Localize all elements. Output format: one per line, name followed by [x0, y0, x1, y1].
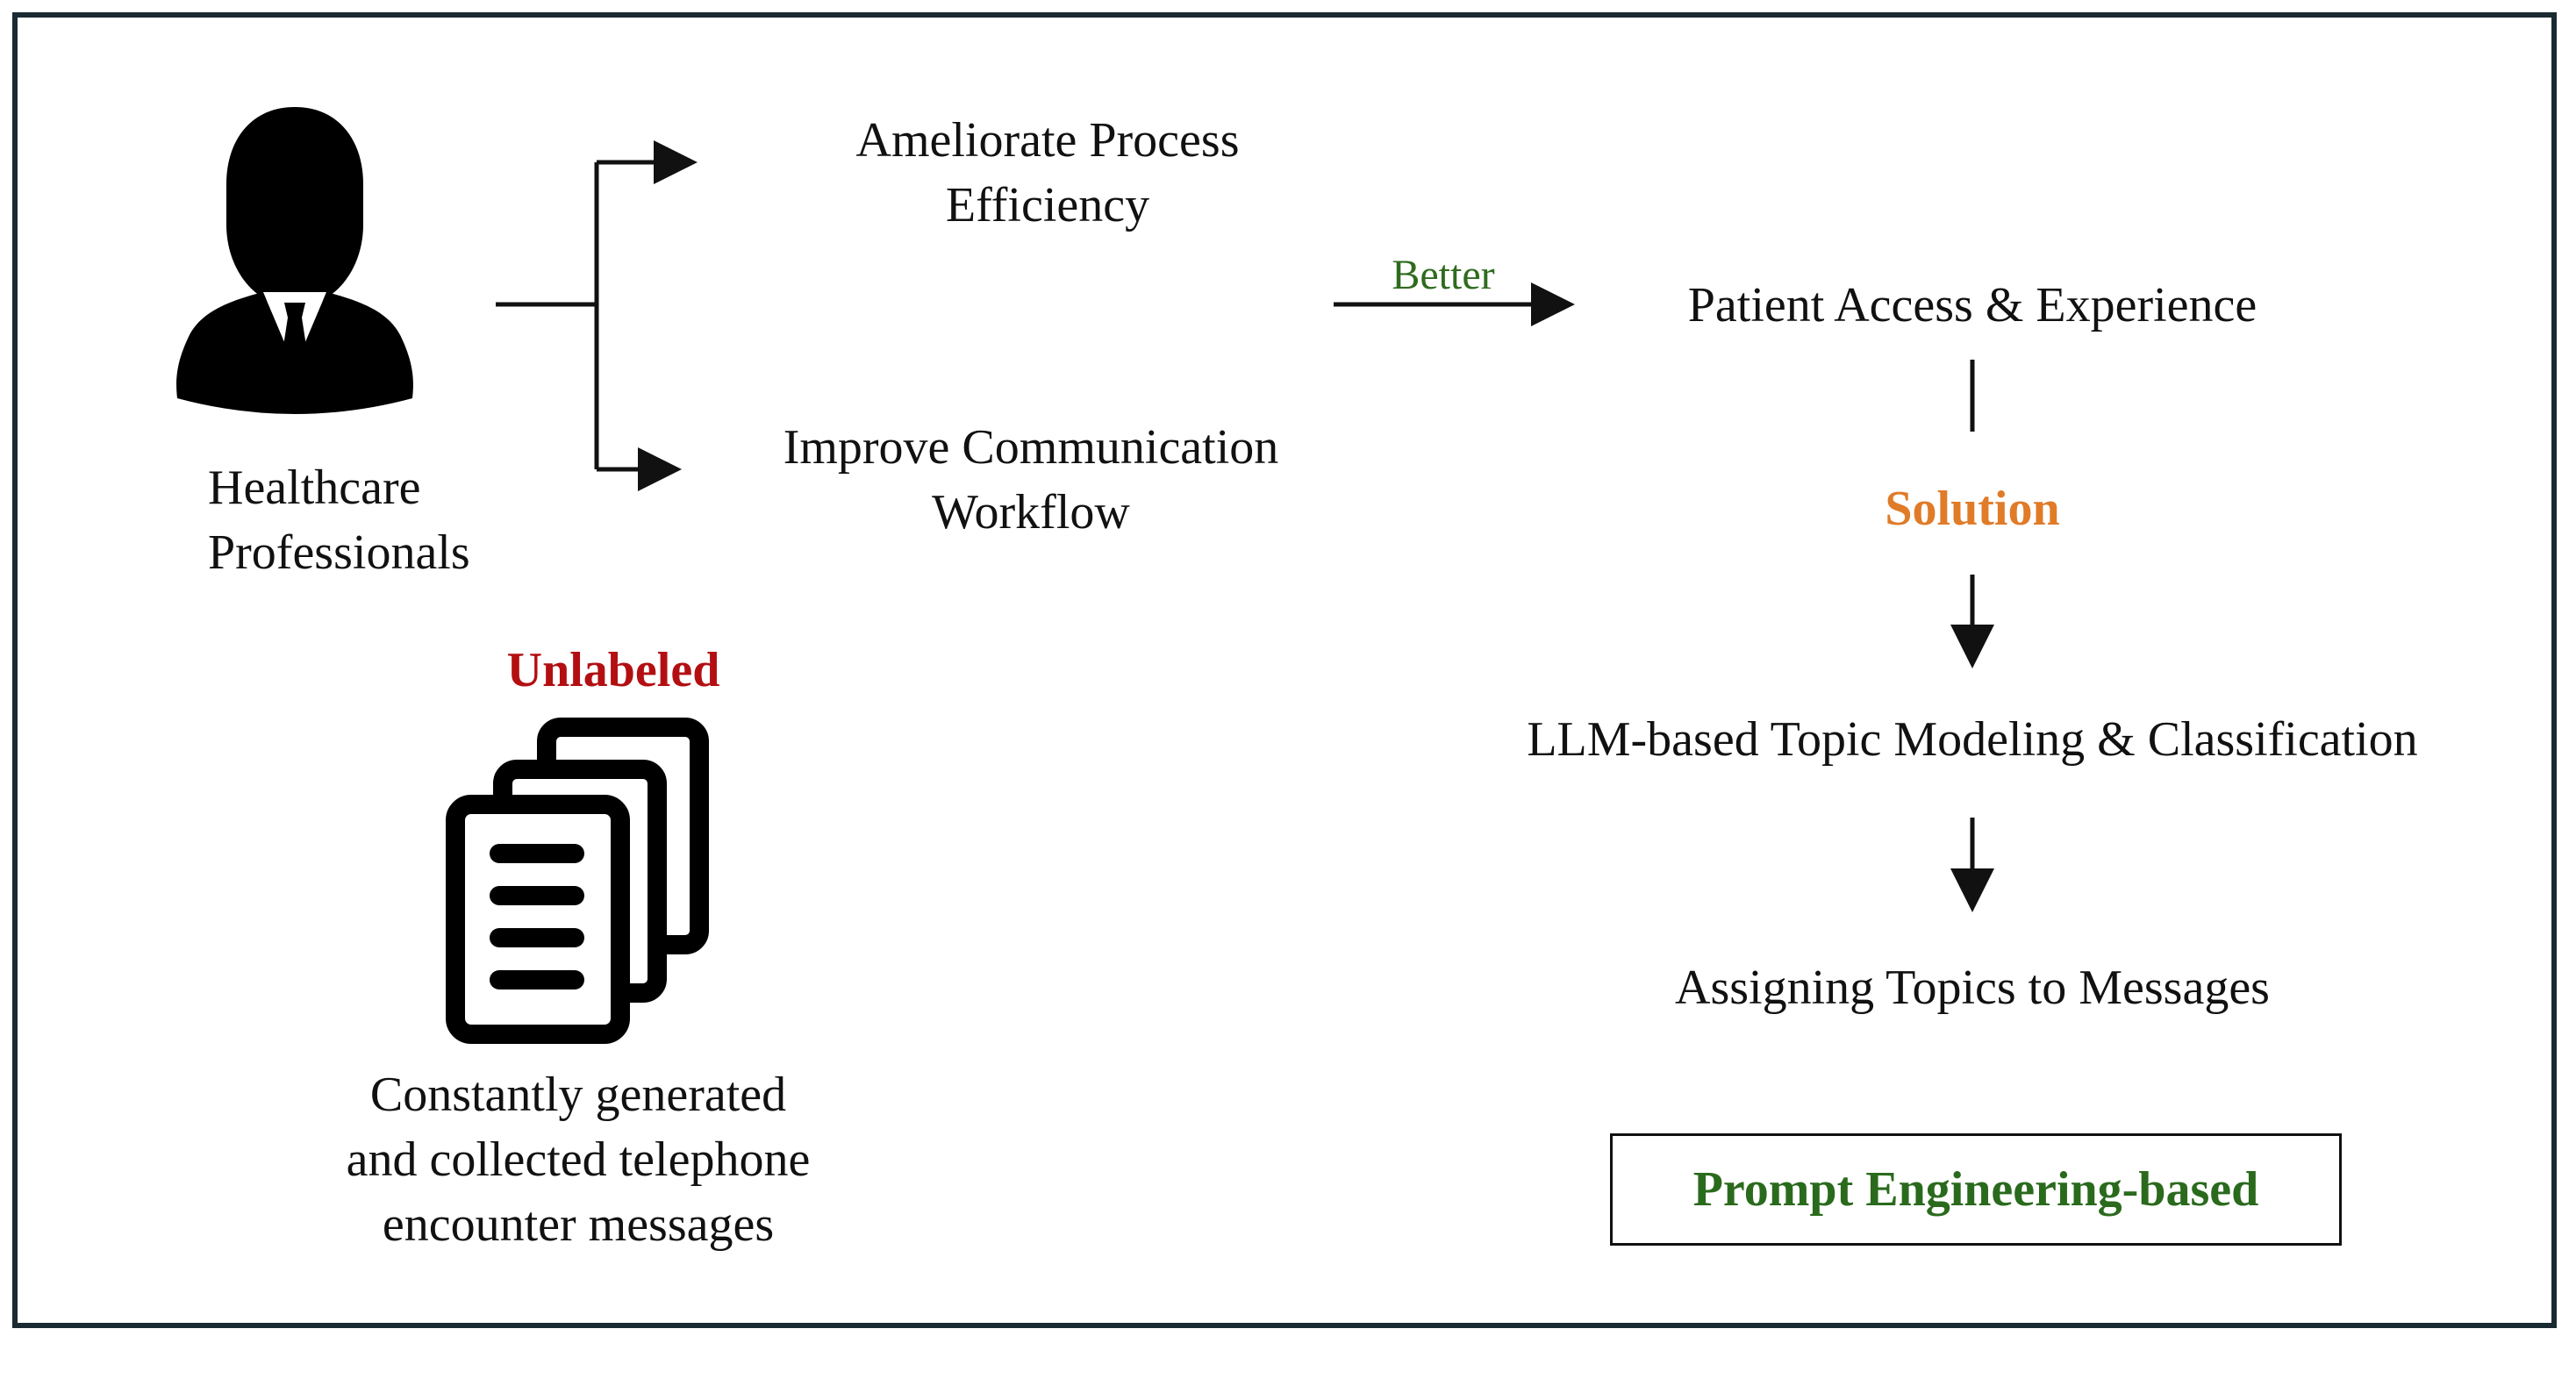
patient-access-label: Patient Access & Experience: [1687, 278, 2258, 332]
assigning-topics-label: Assigning Topics to Messages: [1675, 961, 2270, 1015]
documents-stack-icon: [446, 718, 709, 1044]
prompt-engineering-label: Prompt Engineering-based: [1692, 1162, 2259, 1217]
diagram-frame: [12, 12, 2557, 1328]
documents-description: Constantly generated and collected telep…: [346, 1068, 811, 1252]
solution-label: Solution: [1885, 482, 2060, 536]
ameliorate-process-label: Ameliorate Process Efficiency: [855, 113, 1240, 232]
better-label: Better: [1392, 252, 1495, 298]
prompt-engineering-box: [1610, 1133, 2342, 1246]
healthcare-professionals-label: Healthcare Professionals: [208, 461, 470, 580]
llm-topic-modeling-label: LLM-based Topic Modeling & Classificatio…: [1527, 712, 2418, 767]
improve-communication-label: Improve Communication Workflow: [783, 420, 1279, 539]
person-silhouette-icon: [176, 107, 413, 414]
unlabeled-label: Unlabeled: [506, 643, 720, 697]
